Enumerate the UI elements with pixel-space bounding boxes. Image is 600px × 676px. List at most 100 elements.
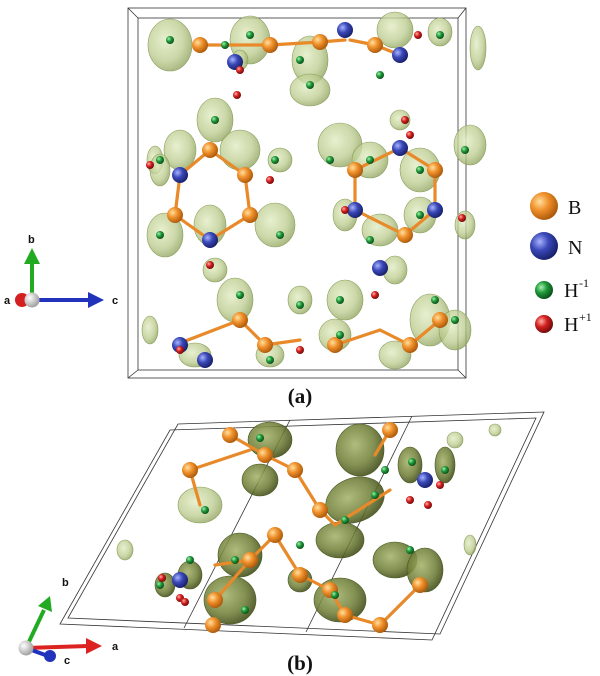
proton-atom — [233, 91, 241, 99]
charge-density-isosurface — [149, 153, 171, 187]
boron-atom — [367, 37, 383, 53]
legend-item-hydride: H -1 — [535, 276, 589, 302]
nitrogen-atom — [172, 337, 188, 353]
boron-atom — [432, 312, 448, 328]
legend-charge-proton: +1 — [579, 310, 592, 324]
boron-atom — [402, 337, 418, 353]
hydride-atom — [166, 36, 174, 44]
hydride-atom — [156, 231, 164, 239]
bond — [353, 208, 407, 237]
charge-density-isosurface — [326, 279, 364, 321]
charge-density-isosurface — [488, 423, 502, 437]
hydride-atom — [156, 581, 164, 589]
boron-atom — [262, 37, 278, 53]
atoms-b — [156, 422, 449, 633]
charge-density-isosurface — [335, 423, 385, 477]
charge-density-isosurface — [376, 11, 414, 49]
nitrogen-atom-icon — [530, 232, 558, 260]
c-axis-label-b: c — [64, 655, 70, 667]
boron-atom — [202, 142, 218, 158]
hydride-atom — [461, 146, 469, 154]
legend-label-hydride: H — [564, 280, 578, 302]
hydride-atom — [266, 356, 274, 364]
boron-atom — [337, 607, 353, 623]
b-axis-label-b: b — [62, 577, 69, 589]
proton-atom — [296, 346, 304, 354]
a-axis-label-b: a — [112, 641, 119, 653]
boron-atom — [382, 422, 398, 438]
charge-density-isosurface — [434, 446, 456, 484]
legend-label-nitrogen: N — [568, 237, 582, 259]
nitrogen-atom — [172, 167, 188, 183]
axis-origin-b — [18, 640, 34, 656]
atoms-a — [146, 22, 469, 368]
legend-item-proton: H +1 — [535, 310, 592, 336]
nitrogen-atom — [427, 202, 443, 218]
boron-atom — [207, 592, 223, 608]
legend-item-boron: B — [530, 192, 581, 220]
isosurfaces-b — [116, 421, 502, 625]
boron-atom — [397, 227, 413, 243]
hydride-atom — [366, 236, 374, 244]
b-axis-arrowhead — [24, 248, 40, 264]
proton-atom — [406, 131, 414, 139]
hydride-atom — [211, 116, 219, 124]
nitrogen-atom — [417, 472, 433, 488]
hydride-atom — [376, 71, 384, 79]
boron-atom — [267, 527, 283, 543]
charge-density-isosurface — [219, 129, 261, 171]
bond — [213, 558, 252, 602]
hydride-atom — [186, 556, 194, 564]
proton-atom — [181, 598, 189, 606]
hydride-atom — [236, 291, 244, 299]
charge-density-isosurface — [267, 147, 293, 173]
charge-density-isosurface — [141, 315, 159, 345]
proton-atom-icon — [535, 315, 553, 333]
hydride-atom — [296, 301, 304, 309]
proton-atom — [371, 291, 379, 299]
hydride-atom — [326, 156, 334, 164]
hydride-atom — [296, 541, 304, 549]
hydride-atom — [331, 591, 339, 599]
hydride-atom — [156, 156, 164, 164]
nitrogen-atom — [227, 54, 243, 70]
axis-triad-b: b a c — [18, 577, 119, 667]
hydride-atom — [276, 231, 284, 239]
proton-atom — [341, 206, 349, 214]
boron-atom — [237, 167, 253, 183]
proton-atom — [414, 31, 422, 39]
hydride-atom — [256, 434, 264, 442]
charge-density-isosurface — [315, 521, 365, 559]
c-axis-label: c — [112, 295, 118, 307]
b-axis-label: b — [28, 234, 35, 246]
boron-atom — [427, 162, 443, 178]
hydride-atom — [221, 41, 229, 49]
charge-density-isosurface — [289, 73, 331, 107]
hydride-atom — [371, 491, 379, 499]
charge-density-isosurface — [463, 534, 477, 556]
boron-atom — [257, 337, 273, 353]
bond — [353, 146, 402, 172]
nitrogen-atom — [347, 202, 363, 218]
hydride-atom — [201, 506, 209, 514]
unit-cell-box-b — [59, 411, 545, 641]
proton-atom — [401, 116, 409, 124]
proton-atom — [146, 161, 154, 169]
charge-density-isosurface — [241, 463, 279, 497]
proton-atom — [266, 176, 274, 184]
charge-density-isosurface — [287, 285, 313, 315]
hydride-atom — [431, 296, 439, 304]
proton-atom — [176, 346, 184, 354]
proton-atom — [236, 66, 244, 74]
charge-density-isosurface — [454, 210, 476, 240]
boron-atom — [182, 462, 198, 478]
nitrogen-atom — [172, 572, 188, 588]
proton-atom — [406, 496, 414, 504]
hydride-atom — [408, 458, 416, 466]
hydride-atom — [336, 331, 344, 339]
panel-b-structure — [59, 411, 545, 641]
boron-atom — [312, 502, 328, 518]
charge-density-isosurface — [116, 539, 134, 561]
hydride-atom — [416, 166, 424, 174]
